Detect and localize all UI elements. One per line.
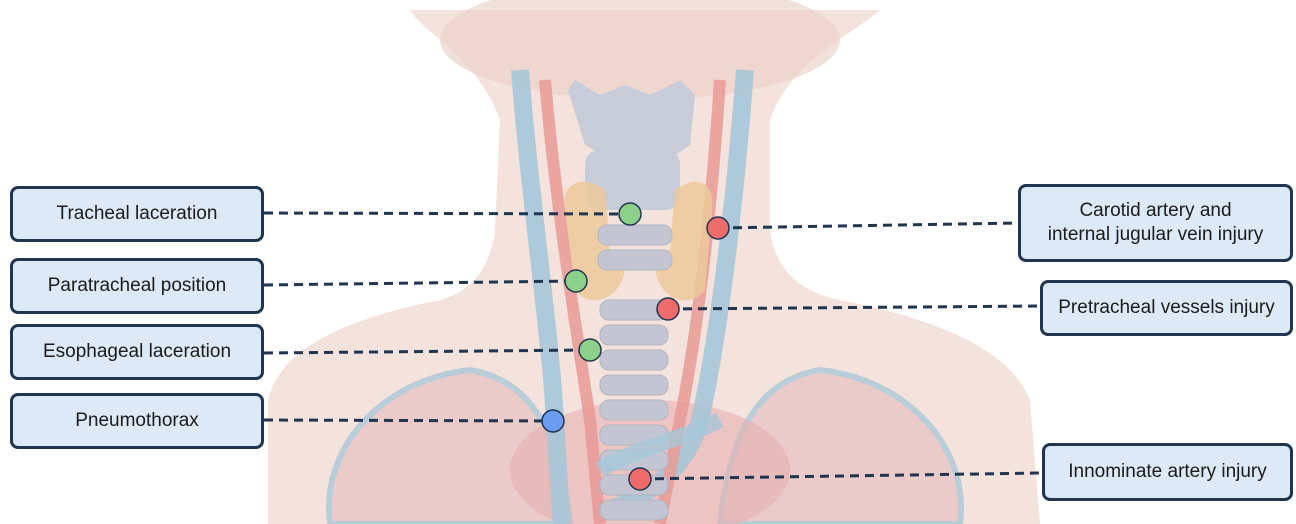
pneumothorax-text: Pneumothorax — [75, 409, 199, 433]
esophageal-laceration-label: Esophageal laceration — [10, 324, 264, 380]
carotid-jugular-injury-text-line2: internal jugular vein injury — [1048, 223, 1263, 247]
carotid-jugular-injury-marker — [707, 217, 729, 239]
tracheal-laceration-label: Tracheal laceration — [10, 186, 264, 242]
carotid-jugular-injury-text-line1: Carotid artery and — [1079, 199, 1231, 223]
esophageal-laceration-marker — [579, 339, 601, 361]
pneumothorax-label: Pneumothorax — [10, 393, 264, 449]
paratracheal-position-label: Paratracheal position — [10, 258, 264, 314]
esophageal-laceration-text: Esophageal laceration — [43, 340, 231, 364]
tracheal-laceration-marker — [619, 203, 641, 225]
pretracheal-vessels-injury-text: Pretracheal vessels injury — [1058, 296, 1274, 320]
carotid-jugular-injury-label: Carotid artery and internal jugular vein… — [1018, 184, 1293, 262]
innominate-artery-injury-text: Innominate artery injury — [1068, 460, 1267, 484]
paratracheal-position-marker — [565, 270, 587, 292]
pretracheal-vessels-injury-label: Pretracheal vessels injury — [1040, 280, 1293, 336]
pneumothorax-marker — [542, 410, 564, 432]
innominate-artery-injury-label: Innominate artery injury — [1042, 443, 1293, 501]
pretracheal-vessels-injury-marker — [657, 298, 679, 320]
tracheal-laceration-text: Tracheal laceration — [57, 202, 218, 226]
paratracheal-position-text: Paratracheal position — [48, 274, 227, 298]
innominate-artery-injury-marker — [629, 468, 651, 490]
